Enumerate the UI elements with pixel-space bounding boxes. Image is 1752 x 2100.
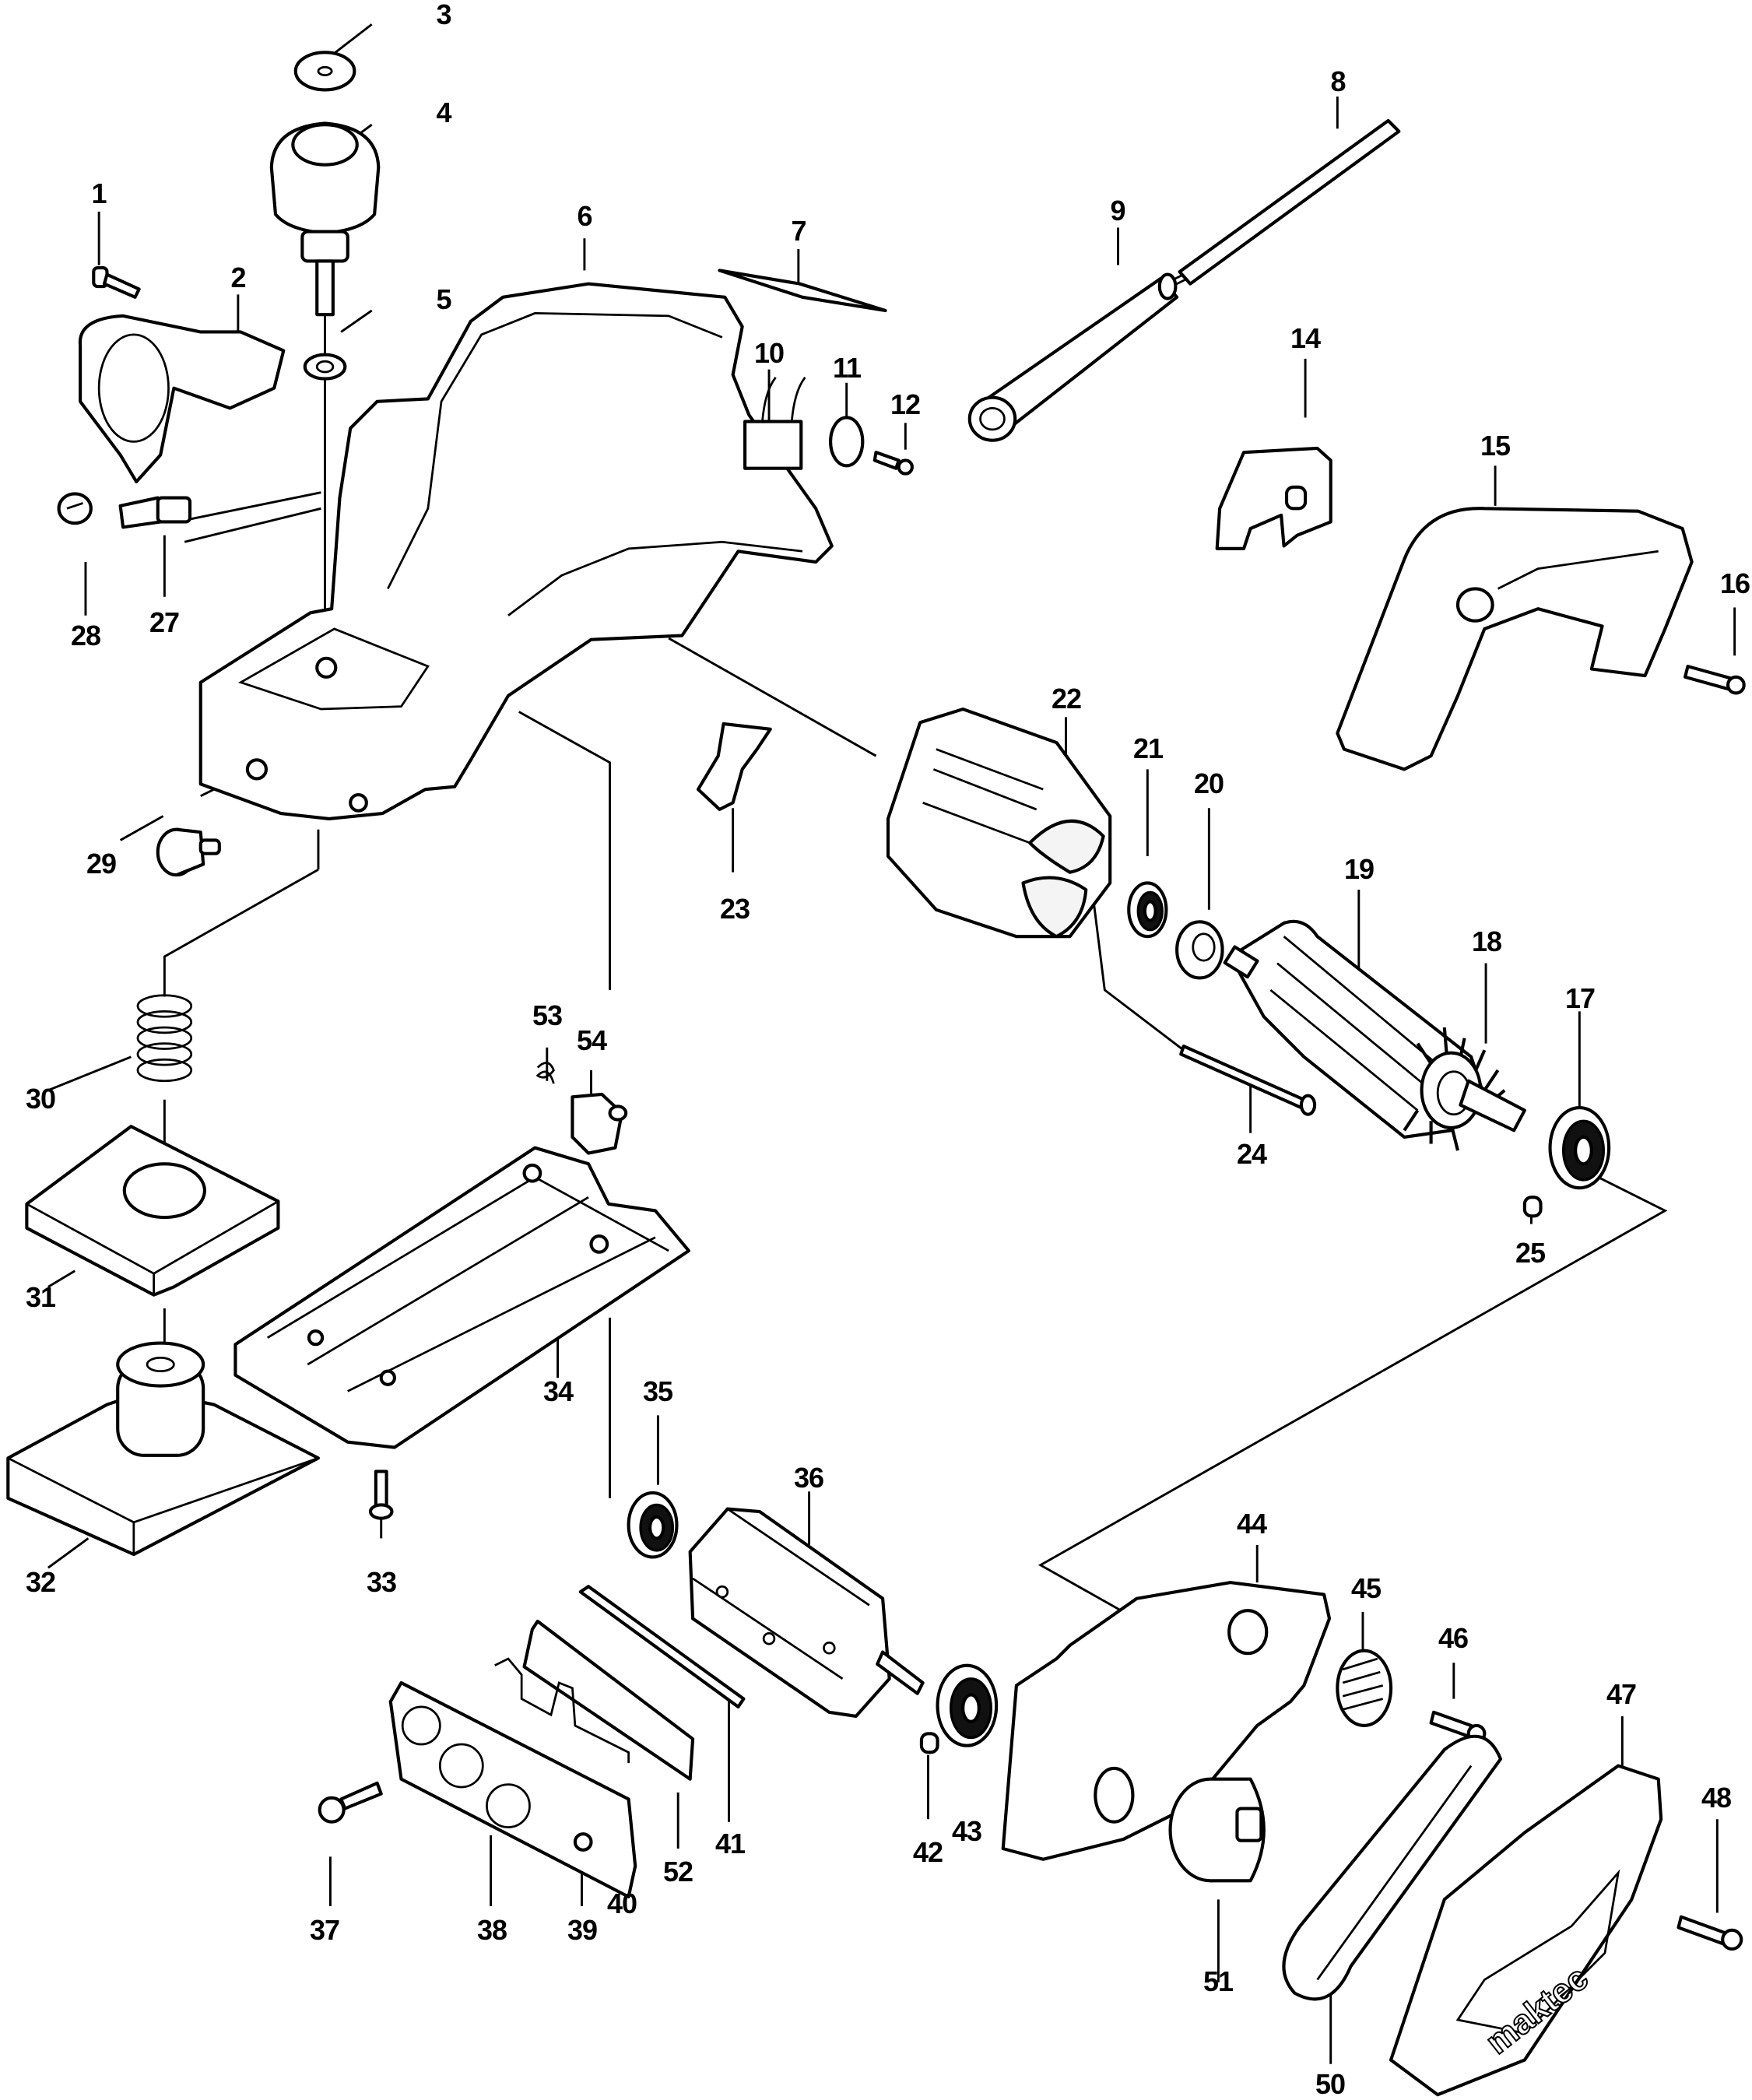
callout-23[interactable]: 23 bbox=[719, 893, 750, 925]
callout-1[interactable]: 1 bbox=[91, 177, 107, 209]
callout-17[interactable]: 17 bbox=[1564, 982, 1596, 1014]
callout-21[interactable]: 21 bbox=[1132, 732, 1164, 764]
part-illustrations bbox=[6, 51, 1746, 2097]
callout-2[interactable]: 2 bbox=[230, 262, 246, 293]
callout-46[interactable]: 46 bbox=[1438, 1622, 1469, 1654]
callout-24[interactable]: 24 bbox=[1236, 1138, 1267, 1170]
callout-14[interactable]: 14 bbox=[1290, 322, 1321, 354]
callout-54[interactable]: 54 bbox=[576, 1024, 607, 1056]
callout-33[interactable]: 33 bbox=[366, 1566, 397, 1598]
callout-5[interactable]: 5 bbox=[436, 283, 451, 315]
callout-37[interactable]: 37 bbox=[309, 1914, 340, 1946]
callout-27[interactable]: 27 bbox=[149, 606, 180, 638]
callout-10[interactable]: 10 bbox=[753, 337, 785, 369]
callout-6[interactable]: 6 bbox=[577, 200, 592, 232]
callout-8[interactable]: 8 bbox=[1330, 65, 1346, 97]
callout-42[interactable]: 42 bbox=[912, 1836, 943, 1868]
callout-15[interactable]: 15 bbox=[1480, 430, 1511, 462]
callout-36[interactable]: 36 bbox=[793, 1462, 824, 1494]
callout-52[interactable]: 52 bbox=[662, 1856, 693, 1888]
callout-16[interactable]: 16 bbox=[1719, 567, 1750, 599]
callout-32[interactable]: 32 bbox=[25, 1566, 56, 1598]
callout-43[interactable]: 43 bbox=[951, 1815, 982, 1847]
callout-39[interactable]: 39 bbox=[567, 1914, 598, 1946]
callout-20[interactable]: 20 bbox=[1193, 767, 1224, 799]
callout-31[interactable]: 31 bbox=[25, 1281, 56, 1313]
callout-38[interactable]: 38 bbox=[476, 1914, 507, 1946]
callout-50[interactable]: 50 bbox=[1315, 2068, 1346, 2100]
callout-44[interactable]: 44 bbox=[1236, 1508, 1267, 1540]
callout-4[interactable]: 4 bbox=[436, 97, 451, 128]
callout-53[interactable]: 53 bbox=[532, 999, 563, 1031]
callout-45[interactable]: 45 bbox=[1350, 1572, 1382, 1604]
callout-7[interactable]: 7 bbox=[791, 215, 806, 247]
callout-29[interactable]: 29 bbox=[86, 848, 117, 880]
callout-41[interactable]: 41 bbox=[714, 1828, 746, 1859]
callout-40[interactable]: 40 bbox=[606, 1888, 637, 1919]
callout-25[interactable]: 25 bbox=[1515, 1237, 1546, 1269]
callout-19[interactable]: 19 bbox=[1343, 853, 1375, 885]
callout-11[interactable]: 11 bbox=[832, 352, 862, 384]
callout-51[interactable]: 51 bbox=[1203, 1965, 1234, 1997]
callout-28[interactable]: 28 bbox=[70, 620, 101, 651]
callout-30[interactable]: 30 bbox=[25, 1083, 56, 1115]
callout-18[interactable]: 18 bbox=[1471, 925, 1502, 957]
callout-34[interactable]: 34 bbox=[542, 1375, 574, 1407]
callout-12[interactable]: 12 bbox=[890, 388, 921, 420]
callout-9[interactable]: 9 bbox=[1110, 195, 1125, 227]
callout-48[interactable]: 48 bbox=[1701, 1782, 1732, 1814]
callout-47[interactable]: 47 bbox=[1606, 1678, 1637, 1710]
callout-3[interactable]: 3 bbox=[436, 0, 451, 30]
callout-22[interactable]: 22 bbox=[1051, 683, 1082, 715]
callout-35[interactable]: 35 bbox=[642, 1375, 673, 1407]
